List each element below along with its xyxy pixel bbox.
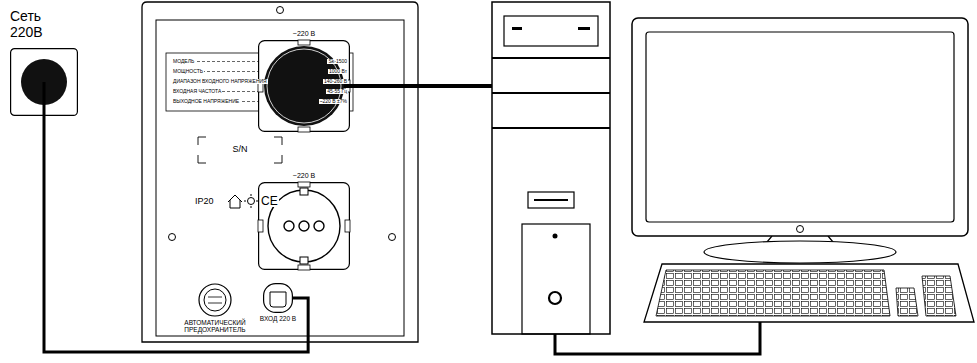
inlet-face bbox=[270, 292, 286, 307]
monitor bbox=[704, 241, 896, 263]
computer-tower bbox=[492, 127, 610, 129]
keyboard bbox=[896, 288, 918, 316]
spec-value: Sk-1500 bbox=[327, 59, 348, 64]
spec-label: МОЩНОСТЬ bbox=[172, 69, 204, 74]
cable-stub bbox=[43, 82, 46, 116]
computer-tower bbox=[578, 27, 590, 30]
computer-tower bbox=[492, 2, 610, 334]
computer-cable bbox=[555, 320, 760, 354]
socket-frame bbox=[259, 183, 350, 270]
socket-tab bbox=[258, 220, 263, 232]
stabilizer-panel bbox=[277, 7, 284, 14]
spec-value: ~220 В ±7% bbox=[319, 99, 348, 104]
node-label: ~220 В bbox=[293, 172, 315, 180]
computer-tower bbox=[549, 292, 561, 304]
socket-hole bbox=[314, 221, 324, 231]
sn-bracket bbox=[198, 137, 282, 163]
socket-tab bbox=[298, 127, 310, 132]
socket-frame bbox=[259, 41, 350, 132]
socket-tab bbox=[298, 40, 310, 45]
output-socket: ~220 В bbox=[258, 172, 350, 270]
socket-tab bbox=[345, 220, 350, 232]
monitor bbox=[632, 18, 968, 236]
monitor bbox=[646, 32, 954, 222]
plug bbox=[264, 46, 344, 126]
computer-tower bbox=[522, 224, 590, 334]
output-socket-shape bbox=[258, 40, 350, 132]
output-cable bbox=[348, 86, 492, 87]
ground-clip bbox=[300, 188, 308, 195]
spec-value: 45-55 Гц bbox=[326, 89, 348, 94]
wall-socket bbox=[11, 49, 78, 116]
node-label: S/N bbox=[232, 145, 247, 155]
stabilizer-panel bbox=[389, 234, 396, 241]
keyboard bbox=[922, 276, 956, 316]
fuse-mark bbox=[208, 297, 222, 303]
keyboard bbox=[656, 270, 890, 316]
serial-number-box: S/N bbox=[198, 137, 282, 163]
output-cable bbox=[348, 84, 492, 88]
spec-label: ВЫХОДНОЕ НАПРЯЖЕНИЕ bbox=[172, 99, 240, 104]
node-label: Сеть 220В bbox=[10, 9, 56, 40]
socket-tab bbox=[298, 265, 310, 270]
socket-tab bbox=[298, 182, 310, 187]
node-label: АВТОМАТИЧЕСКИЙ ПРЕДОХРАНИТЕЛЬ bbox=[175, 319, 255, 333]
keyboard bbox=[644, 264, 974, 322]
stabilizer-panel bbox=[248, 198, 255, 205]
socket-hole bbox=[284, 221, 294, 231]
spec-value: 1000 Вт bbox=[328, 69, 348, 74]
spec-label: ДИАПАЗОН ВХОДНОГО НАПРЯЖЕНИЯ bbox=[172, 79, 268, 84]
socket-hole bbox=[299, 221, 309, 231]
stabilizer-panel bbox=[142, 2, 418, 342]
circuit-breaker-shape bbox=[198, 283, 232, 317]
computer-tower bbox=[512, 27, 522, 30]
power-inlet-shape bbox=[263, 283, 293, 313]
socket-face bbox=[268, 190, 340, 262]
spec-label: МОДЕЛЬ bbox=[172, 59, 195, 64]
stabilizer-panel bbox=[169, 234, 176, 241]
fuse-button bbox=[204, 289, 226, 311]
fuse-body bbox=[199, 284, 231, 316]
keyboard bbox=[644, 264, 974, 322]
power-inlet: ВХОД 220 В bbox=[260, 283, 296, 322]
spec-value: 140-260 В bbox=[323, 79, 348, 84]
computer-tower bbox=[504, 16, 598, 46]
stabilizer-panel bbox=[228, 195, 242, 208]
computer-tower bbox=[528, 192, 574, 208]
ground-clip bbox=[300, 257, 308, 264]
computer-tower bbox=[492, 92, 610, 94]
monitor bbox=[632, 18, 968, 263]
monitor bbox=[797, 226, 804, 233]
ce-mark: CE bbox=[260, 195, 279, 207]
inlet-body bbox=[264, 284, 293, 313]
spec-label: ВХОДНАЯ ЧАСТОТА bbox=[172, 89, 222, 94]
stabilizer-panel bbox=[156, 20, 404, 336]
circuit-breaker: АВТОМАТИЧЕСКИЙ ПРЕДОХРАНИТЕЛЬ bbox=[175, 283, 255, 333]
stabilizer-panel bbox=[142, 2, 418, 342]
stabilizer-panel bbox=[244, 194, 258, 208]
computer-cable bbox=[555, 320, 760, 354]
wall-socket: Сеть 220В bbox=[10, 9, 78, 116]
wall-socket-shape bbox=[10, 48, 78, 116]
ip-rating: IP20 bbox=[194, 197, 215, 206]
node-label: ВХОД 220 В bbox=[260, 315, 296, 322]
computer-tower bbox=[534, 199, 568, 201]
computer-tower bbox=[492, 2, 610, 334]
computer-tower bbox=[553, 234, 558, 239]
computer-tower bbox=[492, 57, 610, 59]
node-label: ~220 В bbox=[293, 30, 315, 38]
